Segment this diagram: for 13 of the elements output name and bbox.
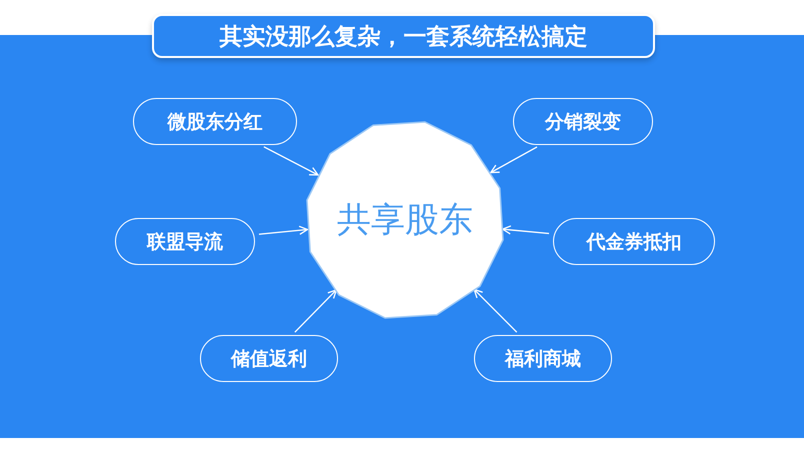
arrow	[294, 289, 337, 333]
title-banner: 其实没那么复杂，一套系统轻松搞定	[152, 14, 655, 58]
feature-pill: 代金券抵扣	[553, 218, 715, 265]
arrow	[474, 288, 518, 333]
arrow	[490, 146, 538, 174]
feature-pill: 福利商城	[474, 335, 612, 382]
arrow	[264, 146, 319, 176]
feature-pill: 储值返利	[200, 335, 338, 382]
feature-pill: 分销裂变	[513, 98, 653, 145]
feature-pill: 微股东分红	[133, 98, 297, 145]
arrow	[502, 225, 550, 235]
feature-pill: 联盟导流	[115, 218, 255, 265]
arrow	[258, 226, 308, 235]
